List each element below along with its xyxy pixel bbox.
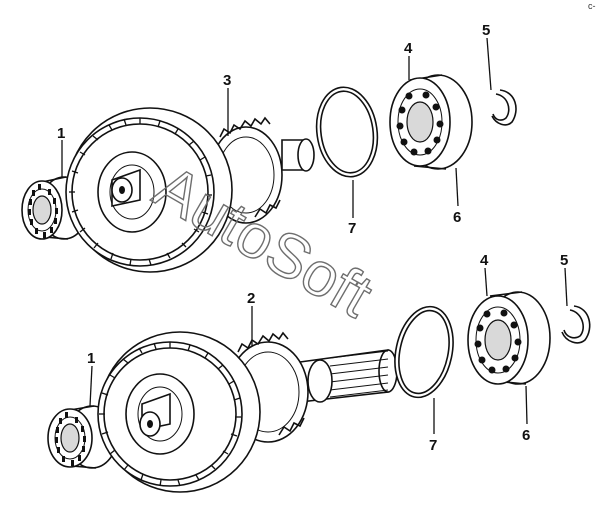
label-lower-snap-ring-5: 5 bbox=[560, 252, 568, 269]
label-upper-bearing-4: 4 bbox=[404, 40, 413, 57]
leader-lines bbox=[61, 37, 568, 434]
lower-snap-ring bbox=[561, 305, 591, 344]
label-lower-bearing-6: 6 bbox=[522, 427, 530, 444]
label-upper-snap-ring-5: 5 bbox=[482, 22, 490, 39]
lower-assembly bbox=[47, 291, 591, 493]
lower-bearing-balls bbox=[474, 309, 522, 374]
label-lower-gear-2: 2 bbox=[247, 290, 255, 307]
lower-o-ring bbox=[394, 305, 454, 399]
lower-gear-teeth bbox=[99, 342, 241, 487]
lower-ball-bearing bbox=[467, 291, 551, 385]
upper-gear-shaft bbox=[65, 107, 315, 273]
label-lower-bearing-1: 1 bbox=[87, 350, 95, 367]
upper-snap-ring bbox=[491, 89, 517, 126]
label-upper-bearing-6: 6 bbox=[453, 209, 461, 226]
upper-assembly bbox=[21, 74, 517, 273]
lower-bearing-rollers bbox=[55, 412, 86, 466]
upper-ball-bearing bbox=[389, 74, 473, 170]
upper-gear-teeth bbox=[69, 118, 212, 266]
lower-gear-shaft bbox=[97, 331, 398, 493]
label-upper-ring-7: 7 bbox=[348, 220, 356, 237]
upper-bearing-balls bbox=[396, 91, 444, 156]
corner-mark: c- bbox=[588, 1, 596, 11]
label-lower-ring-7: 7 bbox=[429, 437, 437, 454]
upper-o-ring bbox=[315, 86, 379, 178]
label-lower-bearing-4: 4 bbox=[480, 252, 489, 269]
upper-bearing-rollers bbox=[28, 184, 58, 238]
label-upper-bearing-1: 1 bbox=[57, 125, 65, 142]
lower-roller-bearing bbox=[47, 405, 118, 469]
label-upper-gear-3: 3 bbox=[223, 72, 231, 89]
callout-labels: 1 3 4 5 6 7 1 2 4 5 6 7 bbox=[57, 22, 568, 454]
